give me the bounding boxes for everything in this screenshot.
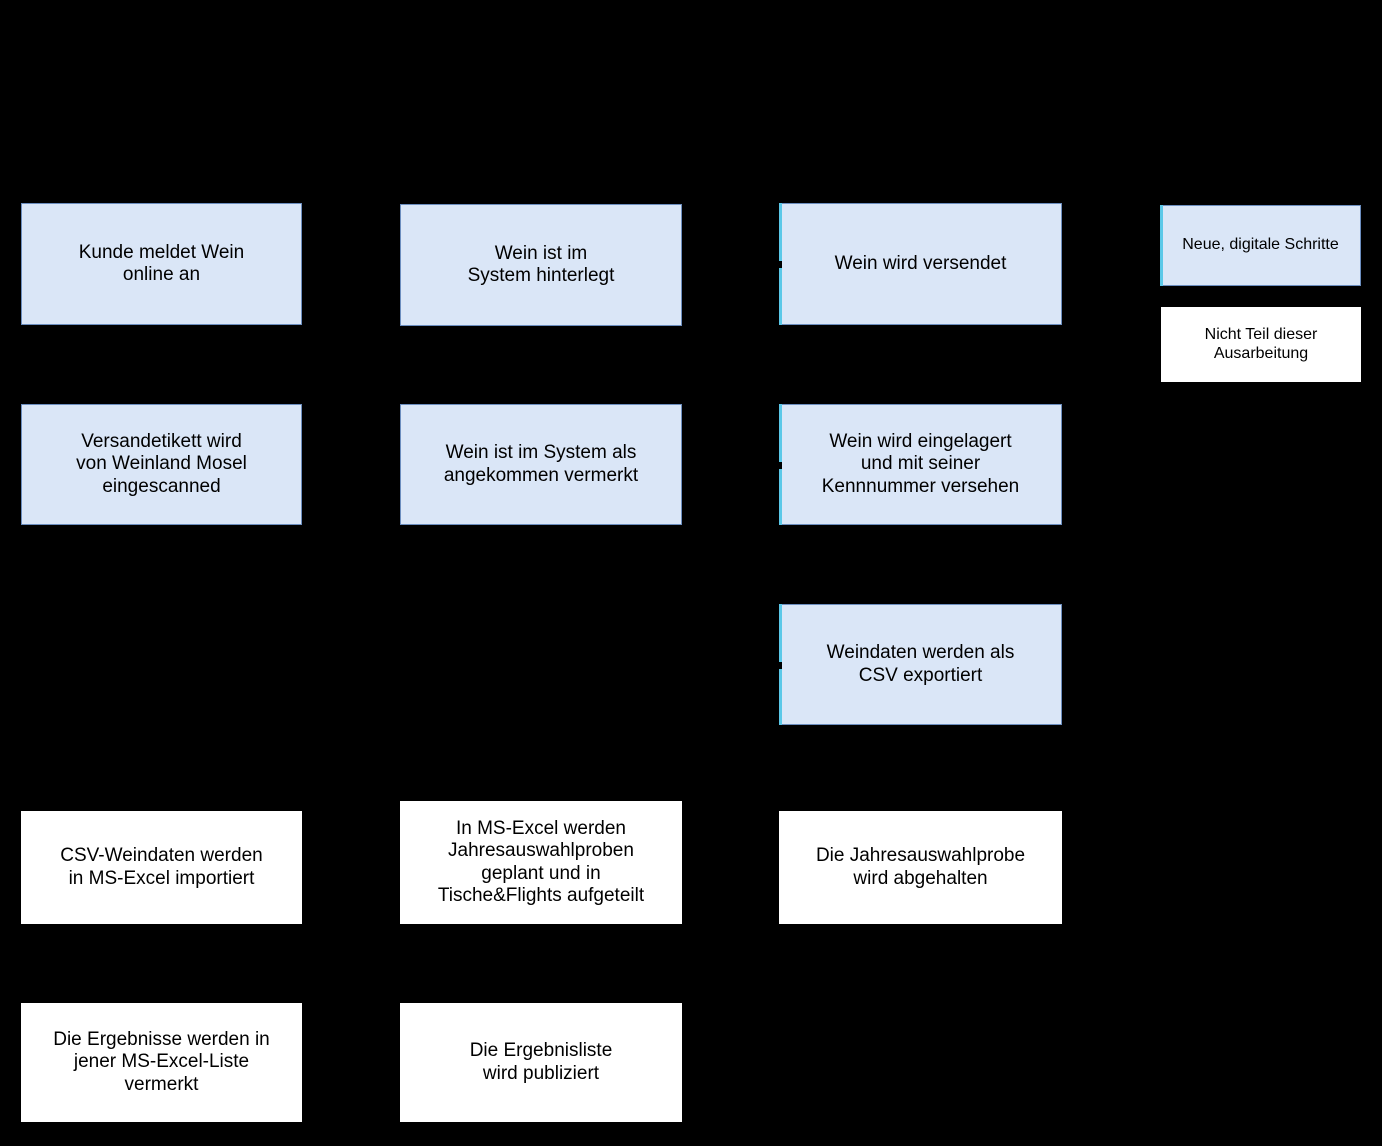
flowchart-node-n4[interactable]: Versandetikett wird von Weinland Mosel e… [21,404,302,525]
flowchart-node-n1[interactable]: Kunde meldet Wein online an [21,203,302,325]
flowchart-node-n7[interactable]: Weindaten werden als CSV exportiert [778,604,1062,725]
flowchart-node-n12[interactable]: Die Ergebnisliste wird publiziert [400,1003,682,1122]
flowchart-node-n9[interactable]: In MS-Excel werden Jahresauswahlproben g… [400,801,682,924]
legend-box-lg2: Nicht Teil dieser Ausarbeitung [1161,307,1361,382]
flowchart-node-n5[interactable]: Wein ist im System als angekommen vermer… [400,404,682,525]
flowchart-node-n8[interactable]: CSV-Weindaten werden in MS-Excel importi… [21,811,302,924]
flowchart-node-n2[interactable]: Wein ist im System hinterlegt [400,204,682,326]
flowchart-node-n3[interactable]: Wein wird versendet [778,203,1062,325]
flowchart-node-n10[interactable]: Die Jahresauswahlprobe wird abgehalten [779,811,1062,924]
flowchart-node-n11[interactable]: Die Ergebnisse werden in jener MS-Excel-… [21,1003,302,1122]
flowchart-node-n6[interactable]: Wein wird eingelagert und mit seiner Ken… [778,404,1062,525]
legend-box-lg1: Neue, digitale Schritte [1160,205,1361,286]
